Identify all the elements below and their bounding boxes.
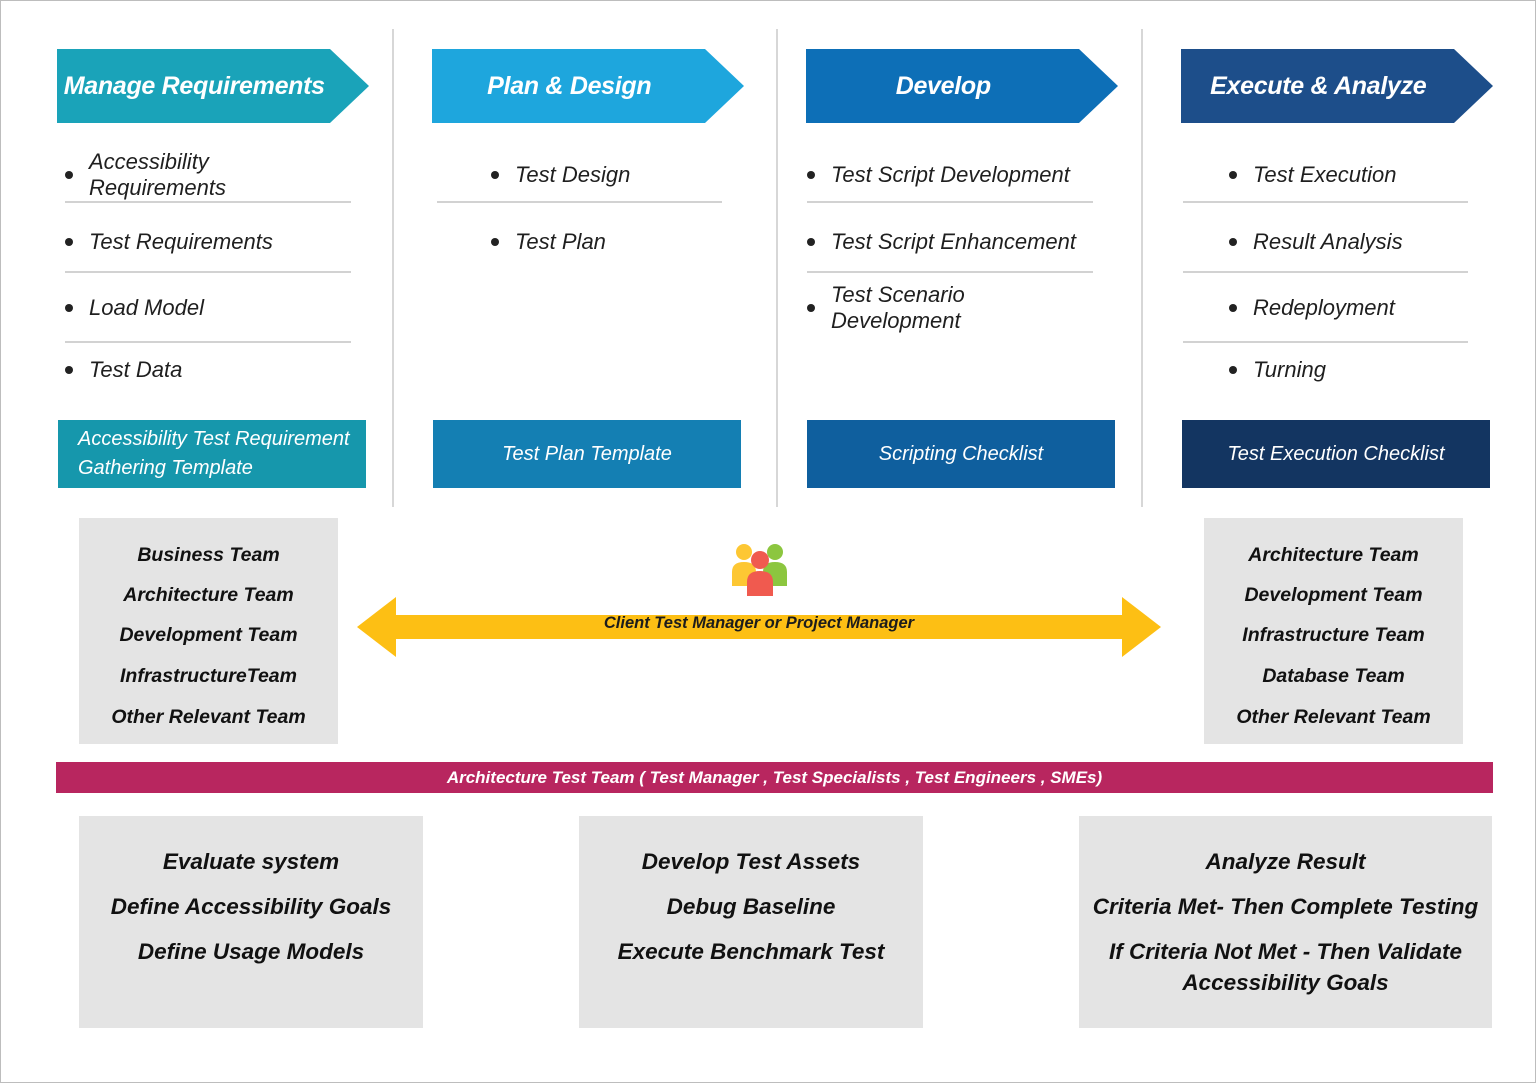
template-label: Scripting Checklist (878, 442, 1044, 465)
list-item: Test Script Development (807, 160, 1093, 190)
activity-item: Define Usage Models (137, 939, 365, 964)
team-name: Architecture Team (1248, 544, 1419, 566)
list-item: Redeployment (1183, 293, 1468, 323)
team-name: Architecture Team (123, 584, 294, 606)
client-teams-box: Business Team Architecture Team Developm… (79, 518, 338, 744)
activity-item: Develop Test Assets (641, 849, 861, 874)
template-box-execution: Test Execution Checklist (1182, 420, 1490, 488)
item-separator (807, 201, 1093, 203)
list-item: Test Design (437, 160, 722, 190)
activity-list: Evaluate system Define Accessibility Goa… (79, 846, 423, 981)
item-separator (1183, 201, 1468, 203)
list-item: Test Requirements (65, 227, 351, 257)
phase-execute-analyze: Execute & Analyze (1181, 49, 1493, 123)
phase-plan-design: Plan & Design (432, 49, 744, 123)
activity-item: Execute Benchmark Test (617, 939, 885, 964)
client-team-list: Business Team Architecture Team Developm… (79, 535, 338, 737)
phase-manage-requirements: Manage Requirements (57, 49, 369, 123)
team-name: Business Team (137, 544, 280, 566)
item-separator (1183, 341, 1468, 343)
item-separator (65, 271, 351, 273)
activity-item: If Criteria Not Met - Then Validate Acce… (1109, 939, 1462, 995)
execute-analyze-list: Test Execution Result Analysis Redeploym… (1183, 151, 1468, 391)
group-of-people-icon (732, 544, 787, 596)
team-name: Infrastructure Team (1242, 624, 1425, 646)
template-box-test-plan: Test Plan Template (433, 420, 741, 488)
banner-text: Architecture Test Team ( Test Manager , … (446, 767, 1103, 787)
develop-list: Test Script Development Test Script Enha… (807, 151, 1093, 333)
chevron-arrow-shape (806, 49, 1118, 123)
team-name: Development Team (1244, 584, 1423, 606)
item-separator (807, 271, 1093, 273)
vendor-teams-box: Architecture Team Development Team Infra… (1204, 518, 1463, 744)
bullet-icon (65, 366, 73, 374)
vendor-team-list: Architecture Team Development Team Infra… (1204, 535, 1463, 737)
bullet-icon (1229, 304, 1237, 312)
template-label: Test Plan Template (502, 442, 672, 465)
bullet-icon (807, 238, 815, 246)
bullet-icon (807, 304, 815, 312)
item-separator (1183, 271, 1468, 273)
activity-list: Develop Test Assets Debug Baseline Execu… (579, 846, 923, 981)
column-divider (1141, 29, 1143, 507)
column-divider (776, 29, 778, 507)
item-separator (65, 341, 351, 343)
bullet-icon (807, 171, 815, 179)
team-name: Database Team (1262, 665, 1405, 687)
plan-design-list: Test Design Test Plan (437, 151, 722, 271)
bullet-icon (1229, 238, 1237, 246)
bullet-icon (491, 238, 499, 246)
requirements-list: Accessibility Requirements Test Requirem… (65, 149, 351, 391)
bullet-icon (65, 238, 73, 246)
template-box-scripting: Scripting Checklist (807, 420, 1115, 488)
double-headed-arrow (357, 597, 1161, 657)
column-divider (392, 29, 394, 507)
activity-box-develop: Develop Test Assets Debug Baseline Execu… (579, 816, 923, 1028)
phase-title: Develop (895, 71, 991, 100)
list-item: Result Analysis (1183, 227, 1468, 257)
bullet-icon (65, 171, 73, 179)
bullet-icon (65, 304, 73, 312)
bullet-icon (491, 171, 499, 179)
activity-item: Criteria Met- Then Complete Testing (1092, 894, 1479, 919)
team-name: InfrastructureTeam (120, 665, 297, 687)
phase-title: Plan & Design (487, 71, 652, 100)
chevron-arrow-shape (432, 49, 744, 123)
phase-develop: Develop (806, 49, 1118, 123)
list-item: Test Script Enhancement (807, 227, 1093, 257)
activity-item: Evaluate system (162, 849, 340, 874)
chevron-arrow-shape (57, 49, 369, 123)
chevron-arrow-shape (1181, 49, 1493, 123)
team-name: Other Relevant Team (1236, 706, 1431, 728)
template-box-requirements: Accessibility Test Requirement Gathering… (58, 420, 366, 488)
template-label: Test Execution Checklist (1227, 442, 1445, 465)
item-separator (65, 201, 351, 203)
architecture-test-team-banner: Architecture Test Team ( Test Manager , … (56, 762, 1493, 793)
bullet-icon (1229, 171, 1237, 179)
activity-item: Define Accessibility Goals (110, 894, 392, 919)
bullet-icon (1229, 366, 1237, 374)
team-name: Other Relevant Team (111, 706, 306, 728)
list-item: Accessibility Requirements (65, 149, 351, 200)
team-name: Development Team (119, 624, 298, 646)
phase-title: Execute & Analyze (1210, 71, 1427, 100)
list-item: Test Execution (1183, 160, 1468, 190)
activity-box-evaluate: Evaluate system Define Accessibility Goa… (79, 816, 423, 1028)
activity-item: Debug Baseline (666, 894, 836, 919)
list-item: Test Scenario Development (807, 282, 1093, 333)
list-item: Turning (1183, 355, 1468, 385)
activity-box-analyze: Analyze Result Criteria Met- Then Comple… (1079, 816, 1492, 1028)
template-label: Accessibility Test Requirement Gathering… (78, 428, 350, 479)
activity-list: Analyze Result Criteria Met- Then Comple… (1079, 846, 1492, 1012)
manager-label: Client Test Manager or Project Manager (603, 614, 915, 632)
list-item: Test Plan (437, 227, 722, 257)
list-item: Test Data (65, 355, 351, 385)
item-separator (437, 201, 722, 203)
phase-title: Manage Requirements (63, 71, 325, 100)
list-item: Load Model (65, 293, 351, 323)
activity-item: Analyze Result (1205, 849, 1366, 874)
